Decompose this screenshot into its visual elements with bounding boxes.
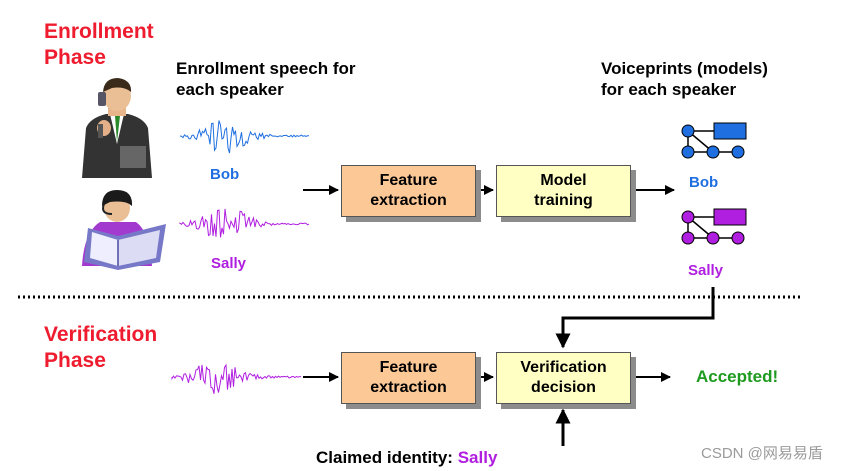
enrollment-phase-line1: Enrollment xyxy=(44,20,154,43)
bob-speaker-icon xyxy=(82,78,152,180)
verification-phase-line1: Verification xyxy=(44,323,158,346)
verification-phase-line2: Phase xyxy=(44,349,106,372)
verification-feature-extraction-box: Feature extraction xyxy=(341,352,476,404)
bob-speech-waveform xyxy=(179,120,310,154)
enrollment-feature-extraction-box: Feature extraction xyxy=(341,165,476,217)
bob-model-label: Bob xyxy=(689,174,719,191)
verification-decision-box: Verification decision xyxy=(496,352,631,404)
claimed-identity-name: Sally xyxy=(457,448,498,467)
voiceprints-heading: Voiceprints (models) for each speaker xyxy=(601,58,768,100)
verification-phase-title: Verification Phase xyxy=(44,322,157,374)
accepted-result-label: Accepted! xyxy=(696,367,779,386)
model-training-label: Model training xyxy=(534,172,593,209)
test-speech-waveform xyxy=(171,363,302,394)
bob-voiceprint-icon xyxy=(681,122,747,159)
enrollment-speech-heading: Enrollment speech for each speaker xyxy=(176,58,355,100)
watermark: CSDN @网易易盾 xyxy=(701,445,823,462)
enrollment-phase-title: Enrollment Phase xyxy=(44,19,154,71)
claimed-identity-label: Claimed identity: Sally xyxy=(316,448,497,468)
sally-speaker-icon xyxy=(82,190,166,270)
sally-speech-label: Sally xyxy=(211,255,247,272)
arrow-model-to-decision xyxy=(555,287,715,349)
verification-decision-label: Verification decision xyxy=(520,359,607,396)
model-training-box: Model training xyxy=(496,165,631,217)
enrollment-phase-line2: Phase xyxy=(44,46,106,69)
claimed-identity-prefix: Claimed identity: xyxy=(316,448,453,467)
sally-speech-waveform xyxy=(179,208,310,238)
sally-voiceprint-icon xyxy=(681,208,747,245)
voiceprints-line1: Voiceprints (models) xyxy=(601,59,768,78)
bob-speech-label: Bob xyxy=(210,166,240,183)
voiceprints-line2: for each speaker xyxy=(601,80,737,99)
verification-feature-extraction-label: Feature extraction xyxy=(370,359,447,396)
enrollment-speech-line1: Enrollment speech for xyxy=(176,59,356,78)
enrollment-feature-extraction-label: Feature extraction xyxy=(370,172,447,209)
sally-model-label: Sally xyxy=(688,262,724,279)
enrollment-speech-line2: each speaker xyxy=(176,80,284,99)
